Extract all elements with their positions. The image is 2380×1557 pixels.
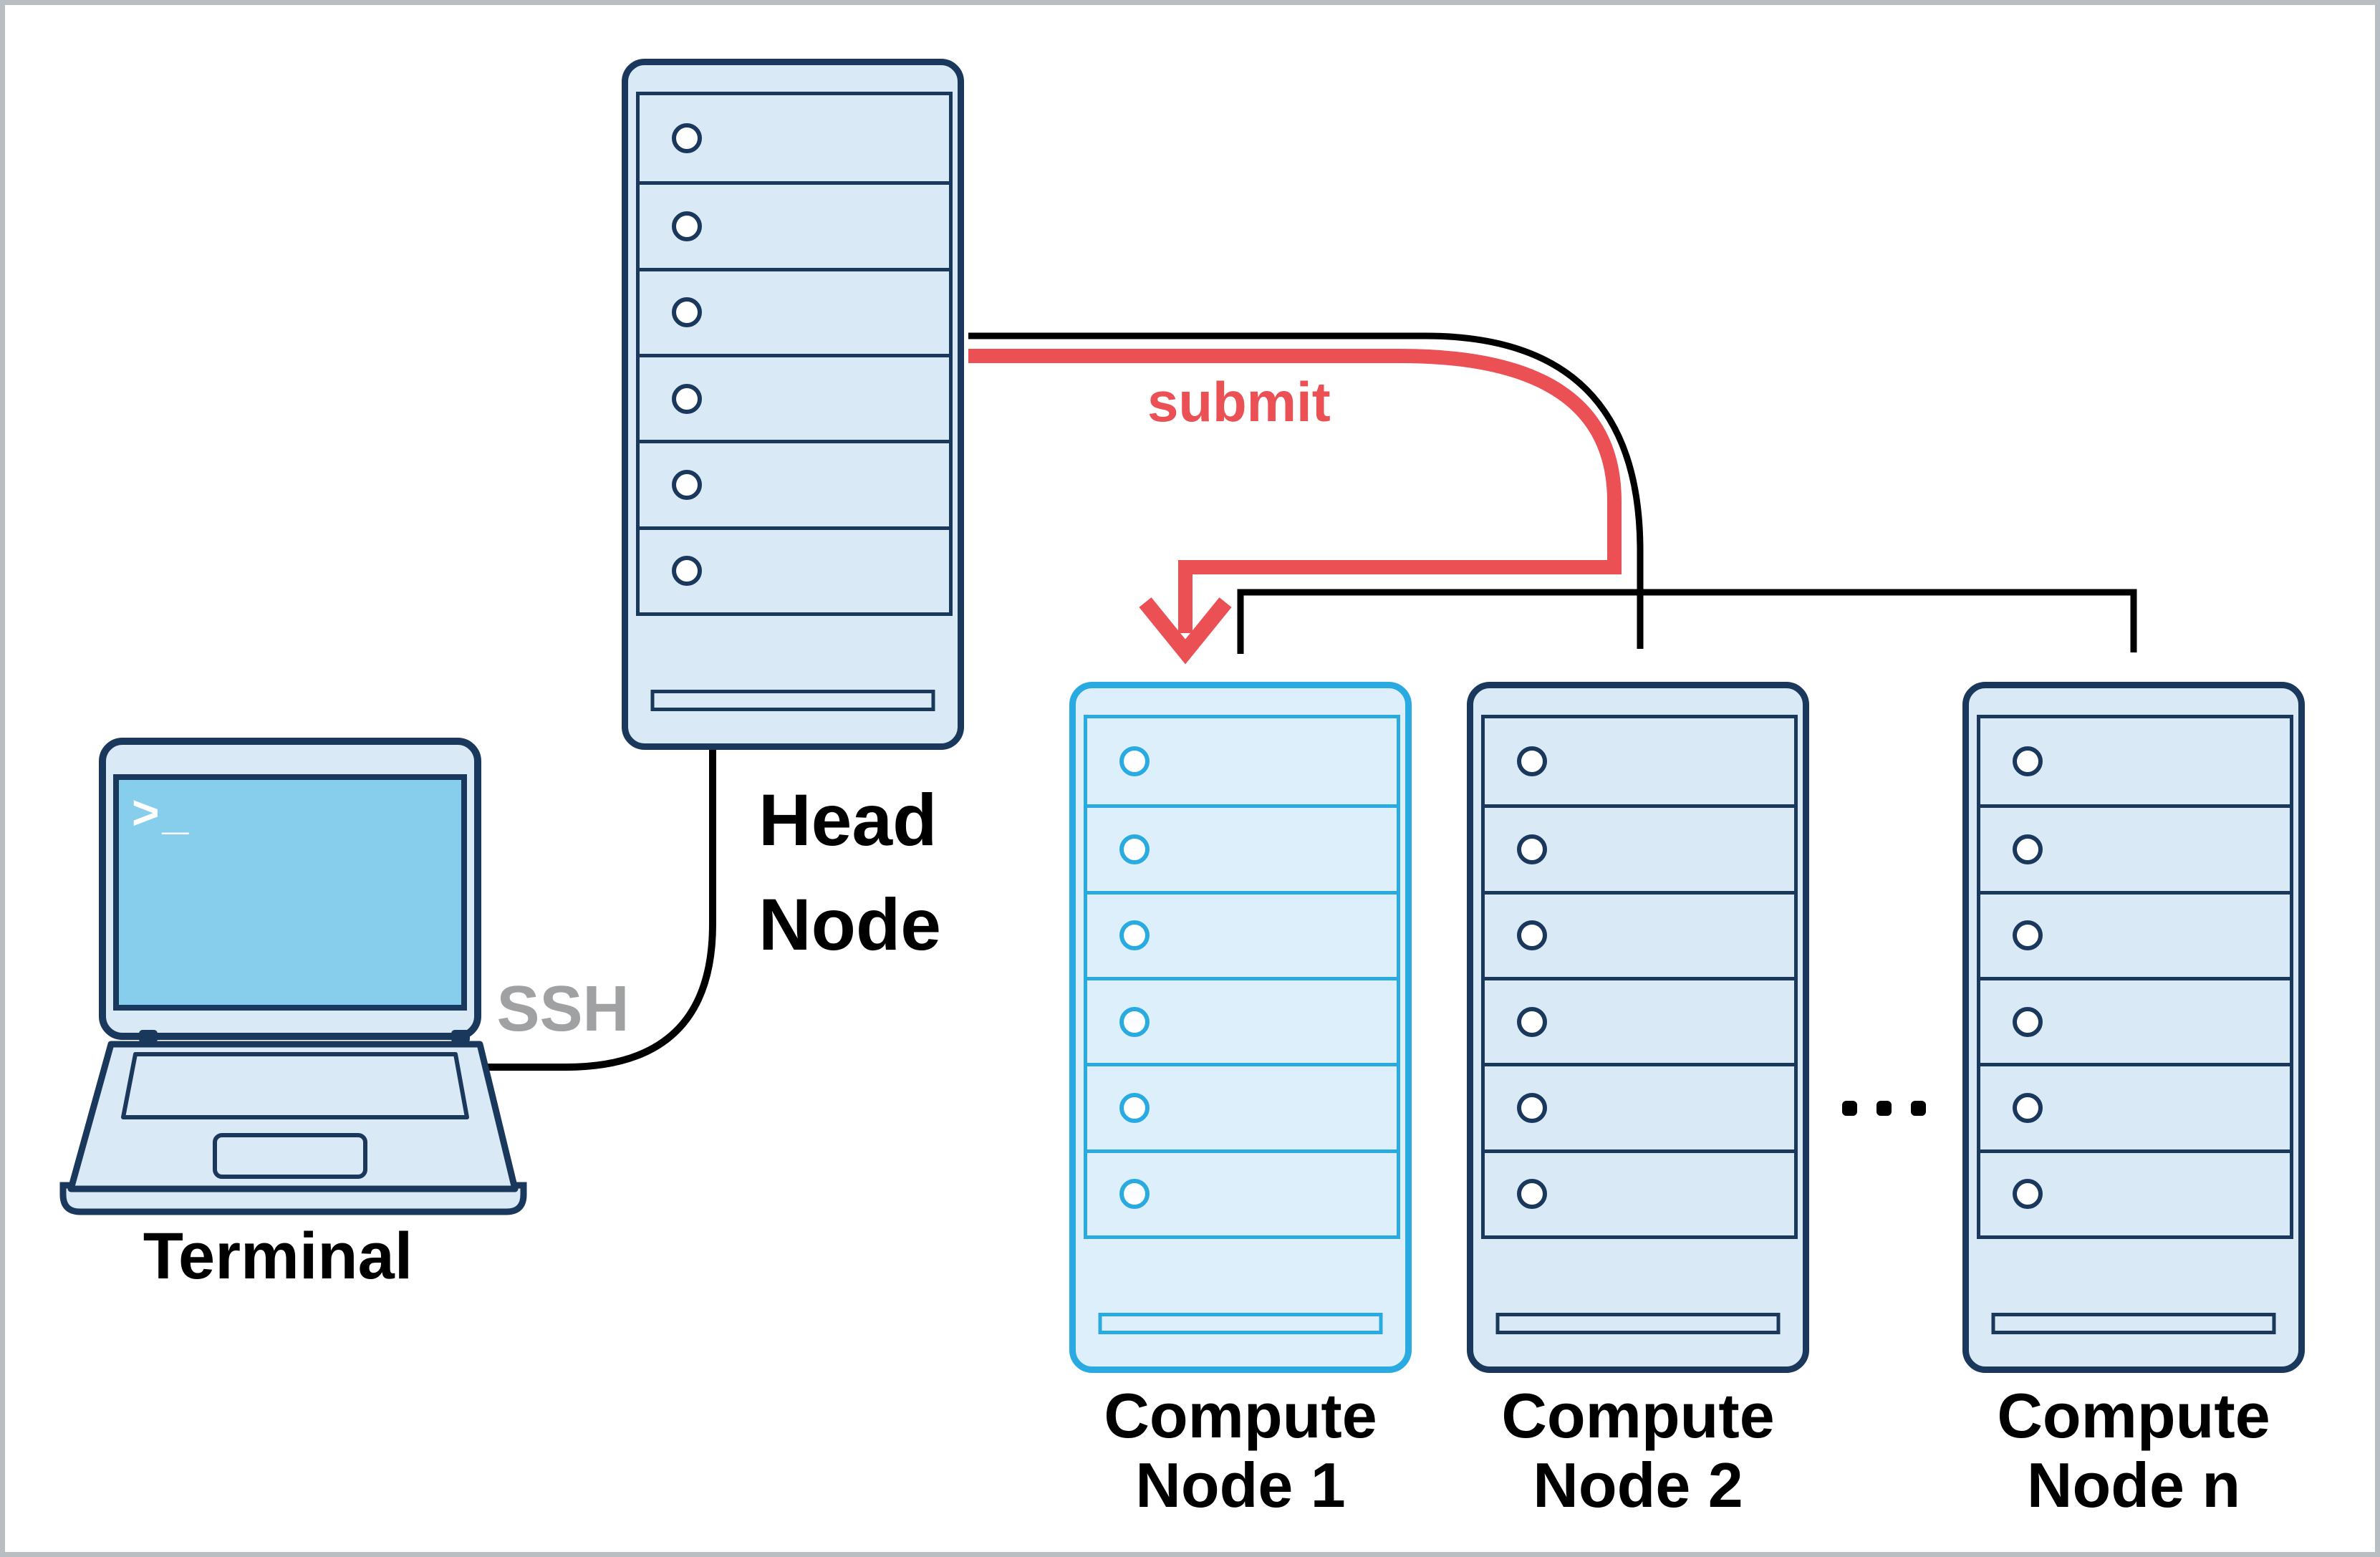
- server-slot: [1980, 890, 2290, 977]
- server-slot: [1485, 977, 1794, 1063]
- server-slot: [640, 181, 949, 267]
- terminal-label: Terminal: [143, 1220, 413, 1293]
- compute-node-2-server: [1467, 682, 1809, 1373]
- compute-node-n-slots: [1977, 715, 2293, 1239]
- server-slot: [1980, 718, 2290, 804]
- head-to-nodes-line: [968, 332, 1644, 649]
- compute-node-1-label-line2: Node 1: [1135, 1450, 1346, 1520]
- led-icon: [672, 469, 702, 500]
- laptop-trackpad: [213, 1133, 367, 1179]
- led-icon: [672, 211, 702, 241]
- vent-icon: [650, 690, 935, 711]
- server-slot: [1980, 1149, 2290, 1235]
- vent-icon: [1098, 1313, 1383, 1334]
- server-slot: [1980, 804, 2290, 890]
- server-slot: [1087, 890, 1397, 977]
- led-icon: [2013, 1092, 2043, 1123]
- compute-node-n-label-line2: Node n: [2026, 1450, 2241, 1520]
- ellipsis-icon: [1842, 1101, 1926, 1116]
- compute-node-1-server: [1069, 682, 1412, 1373]
- led-icon: [1119, 1006, 1150, 1037]
- server-slot: [1485, 890, 1794, 977]
- vent-icon: [1991, 1313, 2276, 1334]
- server-slot: [640, 95, 949, 181]
- dot: [1876, 1101, 1892, 1116]
- compute-node-2-slots: [1481, 715, 1798, 1239]
- server-slot: [1087, 977, 1397, 1063]
- server-slot: [640, 440, 949, 526]
- dot: [1911, 1101, 1926, 1116]
- dot: [1842, 1101, 1857, 1116]
- compute-node-1-label: Compute Node 1: [1026, 1381, 1455, 1520]
- head-node-slots: [636, 92, 953, 616]
- head-node-label-line1: Head: [758, 779, 938, 861]
- compute-node-1-label-line1: Compute: [1104, 1380, 1377, 1451]
- head-node-label: Head Node: [758, 768, 941, 977]
- led-icon: [2013, 920, 2043, 951]
- server-slot: [640, 526, 949, 612]
- ssh-label: SSH: [496, 973, 630, 1045]
- led-icon: [672, 383, 702, 414]
- server-slot: [640, 354, 949, 440]
- led-icon: [1517, 1006, 1547, 1037]
- compute-node-2-label-line2: Node 2: [1533, 1450, 1743, 1520]
- led-icon: [1119, 920, 1150, 951]
- submit-arrow-path: [968, 349, 1622, 633]
- led-icon: [2013, 834, 2043, 864]
- led-icon: [1119, 1179, 1150, 1210]
- led-icon: [1119, 834, 1150, 864]
- laptop-screen: [113, 774, 467, 1011]
- compute-node-n-label: Compute Node n: [1919, 1381, 2348, 1520]
- server-slot: [1087, 718, 1397, 804]
- led-icon: [1119, 746, 1150, 777]
- laptop-icon: [59, 738, 527, 1215]
- submit-label: submit: [1147, 370, 1331, 433]
- compute-node-2-label-line1: Compute: [1501, 1380, 1775, 1451]
- led-icon: [672, 556, 702, 587]
- compute-node-2-label: Compute Node 2: [1423, 1381, 1853, 1520]
- server-slot: [640, 267, 949, 354]
- vent-icon: [1495, 1313, 1781, 1334]
- led-icon: [1517, 834, 1547, 864]
- server-slot: [1485, 804, 1794, 890]
- compute-node-n-server: [1962, 682, 2305, 1373]
- compute-node-n-label-line1: Compute: [1997, 1380, 2270, 1451]
- led-icon: [1517, 920, 1547, 951]
- led-icon: [1517, 746, 1547, 777]
- led-icon: [672, 123, 702, 154]
- submit-arrowhead-icon: [1139, 597, 1232, 665]
- compute-node-1-slots: [1084, 715, 1400, 1239]
- laptop-keyboard: [121, 1052, 469, 1119]
- server-slot: [1485, 1149, 1794, 1235]
- server-slot: [1980, 1063, 2290, 1149]
- led-icon: [672, 297, 702, 328]
- led-icon: [1517, 1179, 1547, 1210]
- led-icon: [2013, 1006, 2043, 1037]
- laptop-hinge-right: [451, 1030, 470, 1043]
- compute-bus-line: [1237, 589, 2137, 654]
- led-icon: [2013, 1179, 2043, 1210]
- server-slot: [1087, 1149, 1397, 1235]
- led-icon: [1119, 1092, 1150, 1123]
- server-slot: [1087, 804, 1397, 890]
- led-icon: [1517, 1092, 1547, 1123]
- laptop-hinge-left: [139, 1030, 158, 1043]
- head-node-label-line2: Node: [758, 884, 941, 965]
- server-slot: [1087, 1063, 1397, 1149]
- server-slot: [1980, 977, 2290, 1063]
- head-node-server: [622, 59, 964, 750]
- terminal-prompt-icon: >_: [132, 786, 192, 839]
- led-icon: [2013, 746, 2043, 777]
- server-slot: [1485, 1063, 1794, 1149]
- server-slot: [1485, 718, 1794, 804]
- ssh-connection-line: [481, 750, 716, 1071]
